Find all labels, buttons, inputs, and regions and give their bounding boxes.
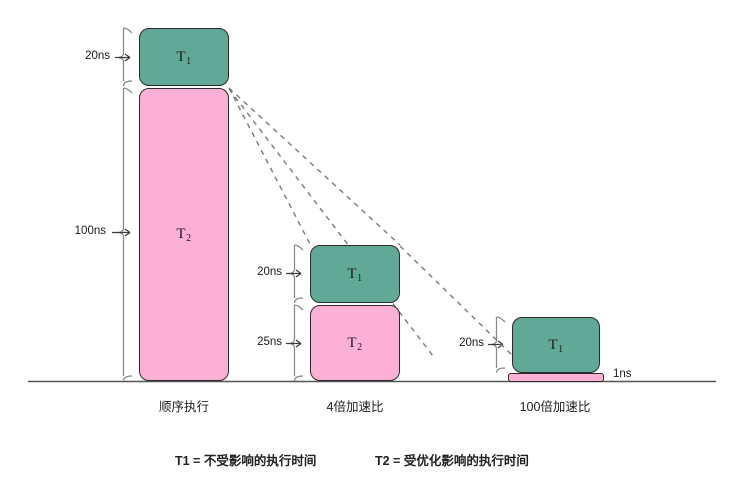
group-caption-speedup-100x: 100倍加速比 <box>519 400 591 414</box>
measure-g2-t2: 25ns <box>257 336 282 348</box>
bracket-g1-t1 <box>118 27 133 87</box>
bar-label-g3-t1: T1 <box>548 336 564 355</box>
tick-arrow-g1-t2 <box>124 228 131 237</box>
tick-arrow-g2-t2 <box>295 339 302 348</box>
bar-g3-t2[interactable] <box>508 373 604 382</box>
measure-g2-t1: 20ns <box>257 266 282 278</box>
group-caption-sequential: 顺序执行 <box>158 400 209 414</box>
bar-g1-t2[interactable]: T2 <box>139 88 229 381</box>
tick-arrow-g3-t1 <box>497 340 504 349</box>
connector-g1-to-g2-right <box>228 87 401 246</box>
connector-g1-to-g2-top <box>228 87 312 247</box>
bar-label-g1-t2: T2 <box>176 226 192 244</box>
legend-item-t1: T1 = 不受影响的执行时间 <box>175 454 317 468</box>
bar-g2-t2[interactable]: T2 <box>310 305 400 381</box>
tick-arrow-g1-t1 <box>124 53 131 62</box>
bracket-g1-t2 <box>118 87 133 382</box>
legend-item-t2: T2 = 受优化影响的执行时间 <box>375 454 529 468</box>
bracket-g2-t1 <box>289 244 304 304</box>
bar-label-g1-t1: T1 <box>176 48 192 67</box>
tick-arrow-g2-t1 <box>295 269 302 278</box>
measure-g1-t2: 100ns <box>74 225 106 237</box>
bracket-g3-t1 <box>491 316 506 374</box>
bar-g2-t1[interactable]: T1 <box>310 245 400 303</box>
bar-g3-t1[interactable]: T1 <box>512 317 600 373</box>
group-caption-speedup-4x: 4倍加速比 <box>326 400 384 414</box>
bar-label-g2-t1: T1 <box>347 265 363 284</box>
measure-g1-t1: 20ns <box>85 50 110 62</box>
measure-g3-t1: 20ns <box>459 337 484 349</box>
measure-g3-t2: 1ns <box>613 368 632 380</box>
bar-label-g2-t2: T2 <box>347 334 363 353</box>
bar-g1-t1[interactable]: T1 <box>139 28 229 86</box>
bracket-g2-t2 <box>289 304 304 382</box>
